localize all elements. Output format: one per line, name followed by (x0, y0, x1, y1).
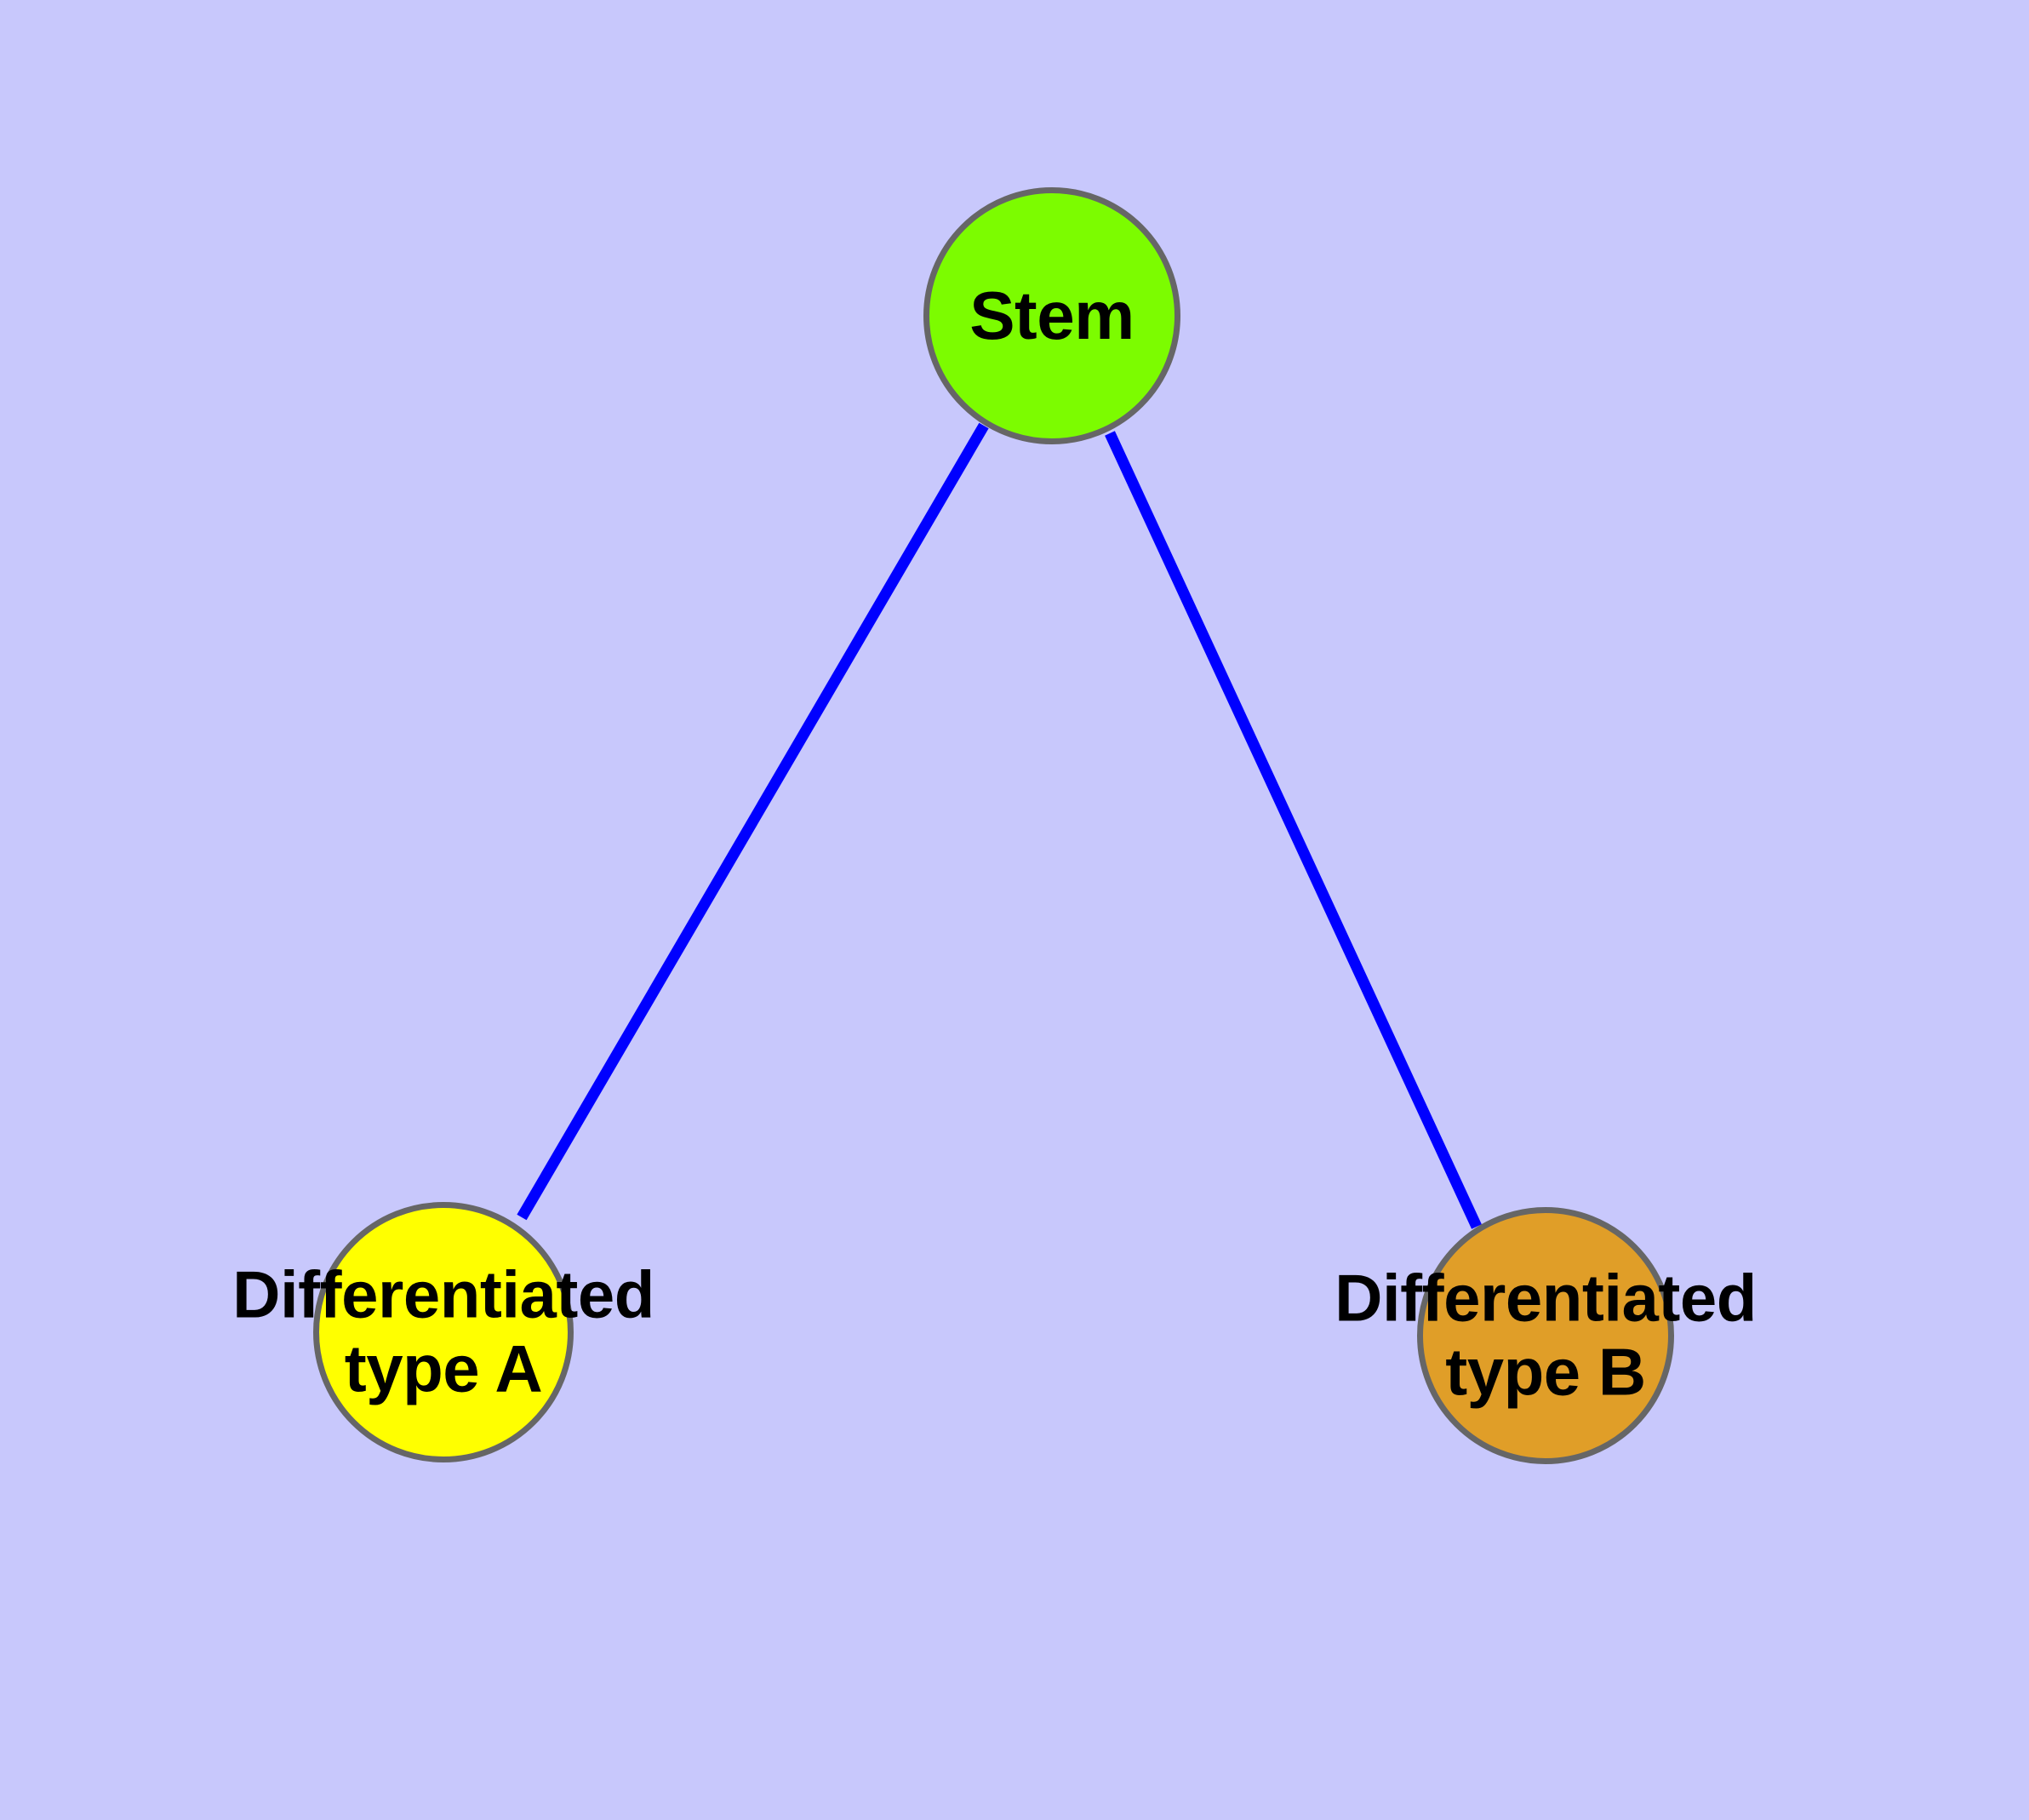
label-line-2: type B (1445, 1335, 1646, 1410)
node-stem[interactable]: Stem (923, 187, 1180, 444)
edge-stem-to-type-a[interactable] (517, 422, 989, 1221)
label-line-2: type A (344, 1331, 543, 1406)
edge-stem-to-type-b[interactable] (1105, 431, 1482, 1229)
node-stem-label: Stem (969, 278, 1135, 354)
